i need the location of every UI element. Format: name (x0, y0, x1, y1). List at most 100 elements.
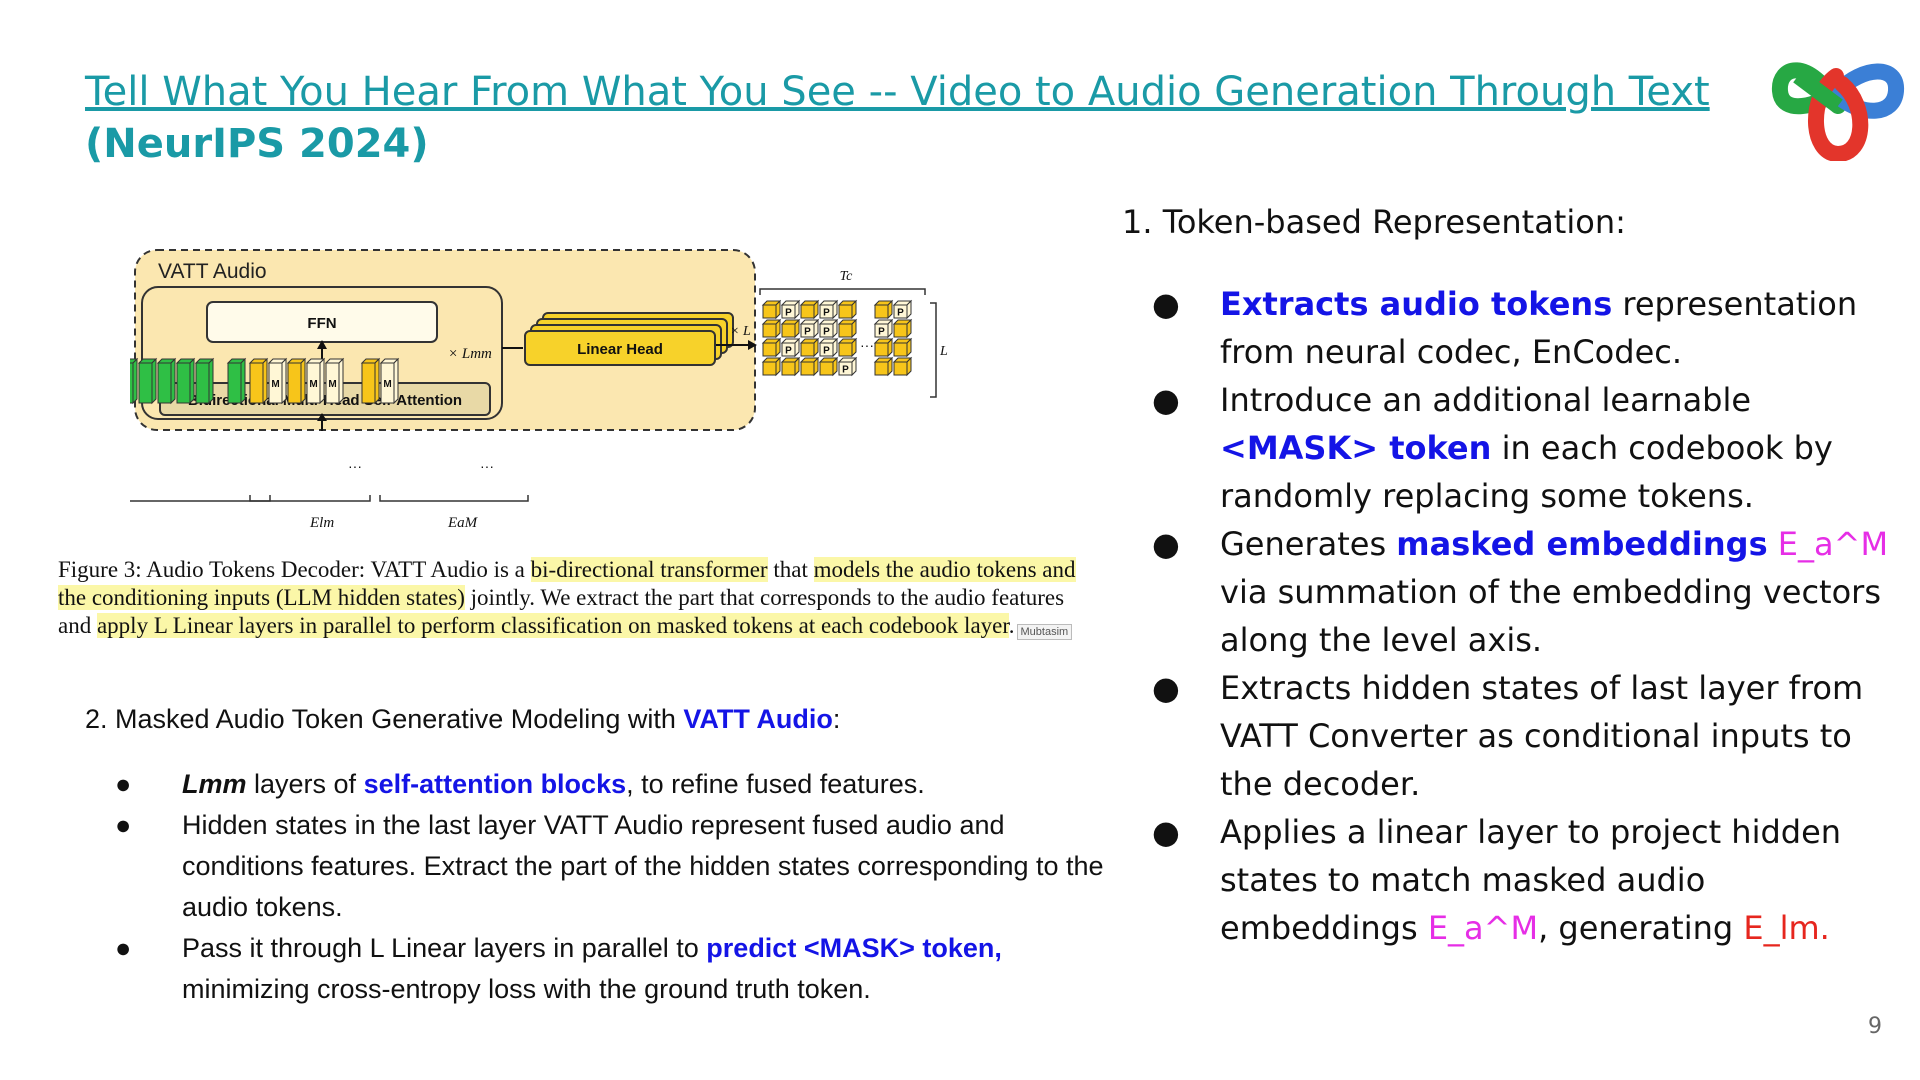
left-bullet-list: ● Lmm layers of self-attention blocks, to… (85, 764, 1115, 1010)
mask-token-term: <MASK> token (1220, 429, 1492, 467)
lmm-term: Lmm (182, 769, 247, 799)
audio-token (837, 299, 858, 320)
extracts-audio-tokens-term: Extracts audio tokens (1220, 285, 1613, 323)
caption-text-1: Figure 3: Audio Tokens Decoder: VATT Aud… (58, 557, 531, 582)
svg-text:P: P (842, 365, 849, 376)
pad-token: P (892, 299, 913, 320)
audio-token (799, 299, 820, 320)
mask-token: M (305, 357, 326, 405)
audio-token (799, 356, 820, 377)
audio-token (837, 318, 858, 339)
linear-head-label: Linear Head (577, 341, 663, 358)
figure-caption: Figure 3: Audio Tokens Decoder: VATT Aud… (58, 556, 1098, 640)
left-section: 2. Masked Audio Token Generative Modelin… (85, 700, 1115, 1010)
svg-text:P: P (897, 308, 904, 319)
llm-hidden-token (137, 357, 158, 405)
caption-text-2: that (767, 557, 814, 582)
pad-token: P (818, 337, 839, 358)
mask-token: M (267, 357, 288, 405)
mask-token: M (324, 357, 345, 405)
bullet-icon: ● (1152, 285, 1180, 323)
audio-token (873, 299, 894, 320)
paper-title-link[interactable]: Tell What You Hear From What You See -- … (85, 69, 1710, 115)
linear-head-block (524, 330, 716, 366)
input-dots-ea: ··· (480, 458, 494, 474)
left-heading: 2. Masked Audio Token Generative Modelin… (85, 700, 1115, 738)
right-bullet-1-text: representation from neural codec, EnCode… (1220, 285, 1858, 371)
left-bullet-3-text: Pass it through L Linear layers in paral… (182, 933, 707, 963)
left-bullet-2-text: Hidden states in the last layer VATT Aud… (182, 810, 1104, 922)
self-attention-term: self-attention blocks (363, 769, 627, 799)
vatt-audio-diagram: VATT Audio FFN × Lmm Bidirectional Multi… (130, 249, 948, 531)
audio-token (873, 337, 894, 358)
ea-label: EaM (447, 515, 479, 531)
svg-text:P: P (804, 327, 811, 338)
right-section: 1. Token-based Representation: ●Extracts… (1122, 200, 1902, 952)
right-bullet-3: ●Generates masked embeddings E_a^M via s… (1122, 520, 1902, 664)
svg-text:P: P (785, 346, 792, 357)
comment-tag[interactable]: Mubtasim (1016, 624, 1073, 640)
svg-text:M: M (328, 379, 336, 390)
left-heading-text: 2. Masked Audio Token Generative Modelin… (85, 704, 684, 734)
caption-text-3: jointly. We extract the part that corres… (58, 585, 1065, 638)
llm-hidden-token (130, 357, 139, 405)
masked-embeddings-term: masked embeddings (1396, 525, 1768, 563)
left-bullet-3: ● Pass it through L Linear layers in para… (85, 928, 1115, 1010)
predict-mask-term: predict <MASK> token, (706, 933, 1002, 963)
right-bullet-4-text: Extracts hidden states of last layer fro… (1220, 669, 1864, 803)
left-bullet-1-text: layers of (246, 769, 364, 799)
audio-token (892, 356, 913, 377)
right-bullet-5-mid: , generating (1538, 909, 1744, 947)
audio-token (892, 318, 913, 339)
llm-hidden-token (175, 357, 196, 405)
left-bullet-3-tail: minimizing cross-entropy loss with the g… (182, 974, 871, 1004)
audio-token (761, 337, 782, 358)
elm-label: Elm (309, 515, 334, 531)
pad-token: P (780, 299, 801, 320)
grid-dots: ··· (860, 337, 874, 353)
svg-text:M: M (309, 379, 317, 390)
llm-hidden-token (194, 357, 215, 405)
l-label: L (939, 344, 948, 359)
llm-hidden-token (226, 357, 247, 405)
right-bullet-5: ●Applies a linear layer to project hidde… (1122, 808, 1902, 952)
audio-token (892, 337, 913, 358)
pad-token: P (873, 318, 894, 339)
svg-text:P: P (785, 308, 792, 319)
svg-text:M: M (383, 379, 391, 390)
pad-token: P (818, 299, 839, 320)
panel-label: VATT Audio (158, 260, 267, 283)
input-dots-elm: ··· (348, 458, 362, 474)
right-bullet-1: ● Extracts audio tokens representation fr… (1122, 280, 1902, 376)
audio-embedding-token (286, 357, 307, 405)
bullet-icon: ● (1152, 669, 1180, 707)
bullet-icon: ● (115, 769, 132, 799)
audio-embedding-token (360, 357, 381, 405)
caption-text-4: . (1008, 613, 1015, 638)
left-bullet-1-tail: , to refine fused features. (626, 769, 925, 799)
pad-token: P (818, 318, 839, 339)
bullet-icon: ● (1152, 381, 1180, 419)
audio-token (818, 356, 839, 377)
bullet-icon: ● (115, 933, 132, 963)
ea-m-term-2: E_a^M (1427, 909, 1539, 947)
svg-text:P: P (823, 308, 830, 319)
bullet-icon: ● (115, 810, 132, 840)
audio-embedding-token (248, 357, 269, 405)
svg-text:P: P (823, 346, 830, 357)
caption-highlight-3: apply L Linear layers in parallel to per… (96, 613, 1009, 638)
svg-text:P: P (878, 327, 885, 338)
right-bullet-4: ● Extracts hidden states of last layer fr… (1122, 664, 1902, 808)
pad-token: P (780, 337, 801, 358)
audio-token (761, 318, 782, 339)
audio-token (873, 356, 894, 377)
pad-token: P (799, 318, 820, 339)
caption-highlight-1: bi-directional transformer (530, 557, 768, 582)
page-number: 9 (1868, 1014, 1882, 1039)
audio-token (780, 356, 801, 377)
tc-label: Tc (840, 269, 854, 284)
right-bullet-2-tail: in each codebook by randomly replacing s… (1220, 429, 1833, 515)
ffn-label: FFN (307, 315, 336, 332)
